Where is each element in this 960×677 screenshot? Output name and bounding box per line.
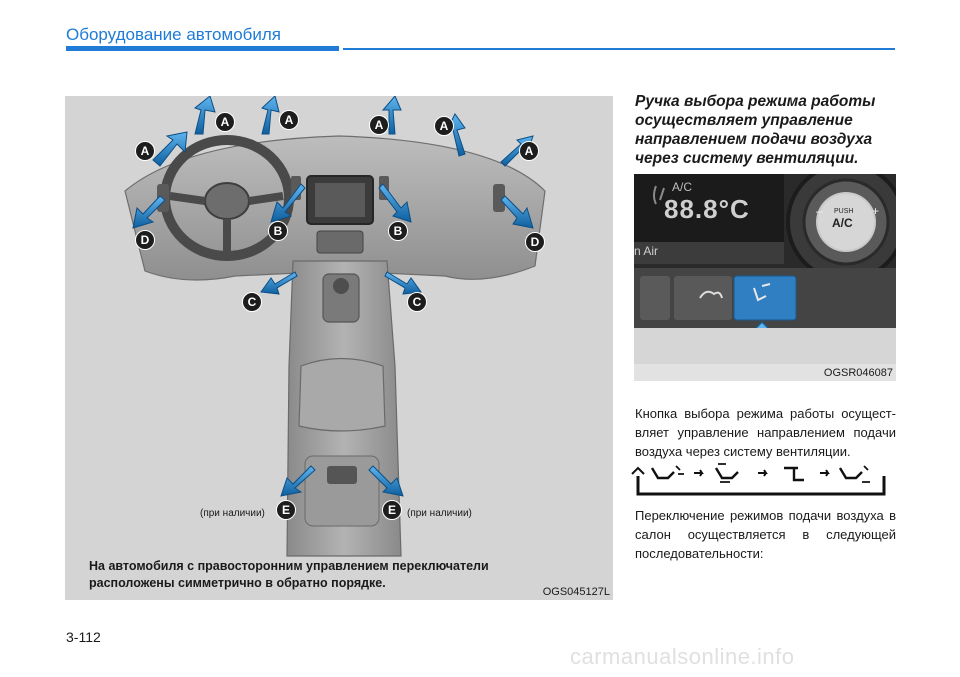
- figure-code: OGS045127L: [542, 586, 610, 598]
- ac-knob-label: A/C: [832, 216, 853, 230]
- callout-d: D: [525, 232, 545, 252]
- seat-airflow-feet-defrost-icon: [838, 465, 870, 483]
- dashboard-airflow-figure: A A A A A A B B C C D D E E (при наличии…: [65, 96, 613, 600]
- photo-code: OGSR046087: [823, 367, 893, 379]
- mode-sequence-diagram: [630, 462, 892, 498]
- callout-b: B: [388, 221, 408, 241]
- arrow-icon: [820, 469, 830, 477]
- climate-control-photo: A/C 88.8°C n Air PUSH A/C – + OGSR046087: [634, 174, 896, 381]
- arrow-icon: [758, 469, 768, 477]
- paragraph-mode-sequence: Переключение режимов подачи воздуха в са…: [635, 508, 896, 561]
- seat-airflow-feet-icon: [784, 466, 804, 482]
- optional-label-right: (при наличии): [407, 508, 472, 519]
- climate-panel-illustration: [634, 174, 896, 364]
- figure-note: На автомобиля с правосторонним управлени…: [89, 559, 489, 590]
- callout-d: D: [135, 230, 155, 250]
- seat-airflow-face-icon: [650, 465, 684, 480]
- temperature-display: 88.8°C: [664, 194, 750, 224]
- page-number: 3-112: [66, 629, 101, 645]
- arrow-icon: [694, 469, 704, 477]
- header-rule-thick: [66, 46, 339, 51]
- callout-a: A: [279, 110, 299, 130]
- callout-a: A: [519, 141, 539, 161]
- push-label: PUSH: [834, 208, 854, 215]
- watermark: carmanualsonline.info: [570, 644, 795, 669]
- seat-airflow-face-feet-icon: [714, 463, 739, 483]
- callout-a: A: [369, 115, 389, 135]
- minus-label: –: [816, 204, 823, 218]
- ac-indicator: A/C: [672, 180, 693, 194]
- header-rule-thin: [343, 48, 895, 50]
- dashboard-illustration: [124, 96, 546, 557]
- callout-a: A: [135, 141, 155, 161]
- callout-e: E: [382, 500, 402, 520]
- air-label: n Air: [634, 244, 659, 258]
- callout-e: E: [276, 500, 296, 520]
- callout-b: B: [268, 221, 288, 241]
- section-title: Оборудование автомобиля: [66, 25, 282, 44]
- optional-label-left: (при наличии): [200, 508, 265, 519]
- plus-label: +: [872, 204, 880, 218]
- airflow-arrows: [132, 96, 534, 497]
- callout-c: C: [407, 292, 427, 312]
- callout-a: A: [215, 112, 235, 132]
- callout-c: C: [242, 292, 262, 312]
- paragraph-mode-button: Кнопка выбора режима работы осущест­вляе…: [635, 406, 896, 459]
- subsection-heading: Ручка выбора режима работы осуществляет …: [635, 93, 876, 167]
- callout-a: A: [434, 116, 454, 136]
